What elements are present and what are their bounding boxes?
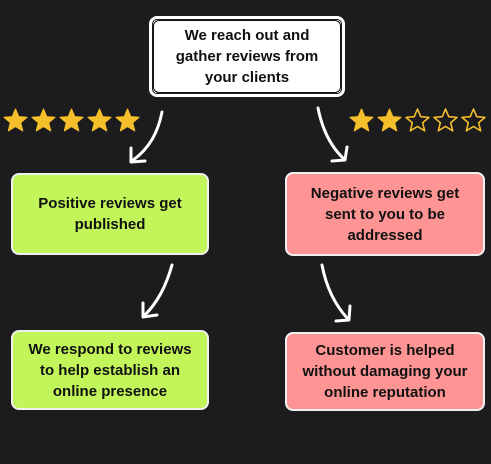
gather-reviews-line-2: gather reviews from: [175, 48, 319, 65]
arrow-to-respond: [142, 263, 174, 318]
respond-reviews-line-3: online presence: [52, 382, 168, 400]
right-rating-empty-star-icon: [405, 108, 430, 132]
customer-helped-box: Customer is helped without damaging your…: [285, 332, 485, 411]
left-rating-filled-star-icon: [87, 108, 112, 132]
left-rating-filled-star-icon: [3, 108, 28, 132]
arrow-to-customer-head: [334, 304, 352, 323]
left-rating-filled-star-icon: [31, 108, 56, 132]
two-star-rating: [348, 107, 487, 134]
arrow-to-negative-head: [330, 145, 349, 163]
positive-reviews-box: Positive reviews get published: [11, 173, 209, 255]
five-star-rating: [2, 107, 141, 134]
arrow-to-negative: [316, 106, 346, 161]
customer-helped-line-2: without damaging your: [302, 363, 468, 380]
gather-reviews-line-1: We reach out and: [184, 27, 310, 44]
arrow-to-respond-head: [141, 301, 159, 319]
respond-reviews-line-2: to help establish an: [39, 361, 180, 379]
gather-reviews-box: We reach out and gather reviews from you…: [149, 16, 345, 97]
gather-reviews-line-3: your clients: [204, 69, 290, 86]
respond-reviews-line-1: We respond to reviews: [28, 340, 192, 358]
right-rating-empty-star-icon: [433, 108, 458, 132]
customer-helped-line-1: Customer is helped: [315, 342, 455, 359]
positive-reviews-line-2: published: [74, 216, 146, 233]
negative-reviews-line-1: Negative reviews get: [310, 184, 460, 202]
right-rating-filled-star-icon: [377, 108, 402, 132]
negative-reviews-line-3: addressed: [347, 226, 423, 244]
negative-reviews-line-2: sent to you to be: [325, 205, 445, 223]
right-rating-empty-star-icon: [461, 108, 486, 132]
right-rating-filled-star-icon: [349, 108, 374, 132]
left-rating-filled-star-icon: [115, 108, 140, 132]
left-rating-filled-star-icon: [59, 108, 84, 132]
customer-helped-line-3: online reputation: [324, 384, 446, 401]
respond-reviews-box: We respond to reviews to help establish …: [11, 330, 209, 410]
arrow-to-customer: [320, 263, 350, 321]
positive-reviews-line-1: Positive reviews get: [38, 195, 182, 212]
arrow-to-positive-head: [129, 146, 147, 164]
negative-reviews-box: Negative reviews get sent to you to be a…: [285, 172, 485, 256]
